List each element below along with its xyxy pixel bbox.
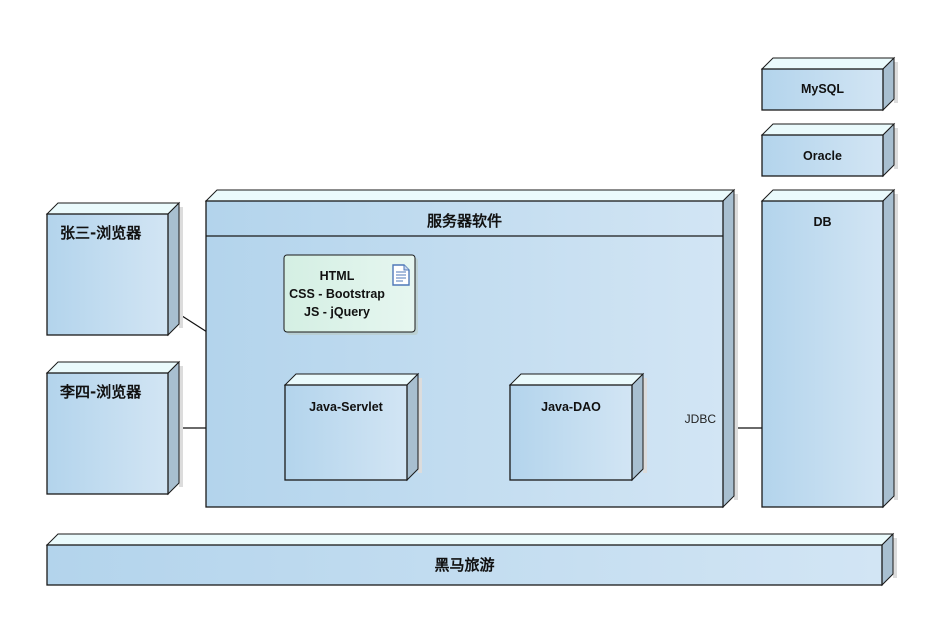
node-zhangsan-browser[interactable]: 张三-浏览器 [45, 201, 183, 337]
node-label: 服务器软件 [427, 212, 502, 230]
node-top-face [508, 373, 645, 386]
node-platform[interactable]: 黑马旅游 [45, 532, 897, 587]
node-label: Java-DAO [541, 400, 601, 414]
node-label: MySQL [801, 82, 844, 96]
node-side-face [167, 201, 180, 337]
node-label: Oracle [803, 149, 842, 163]
document-icon [392, 264, 410, 286]
node-top-face [45, 361, 181, 374]
node-side-face [882, 188, 895, 509]
node-side-face [167, 360, 180, 496]
node-top-face [204, 189, 736, 202]
node-db[interactable]: DB [760, 188, 898, 509]
node-label: DB [813, 215, 831, 229]
node-top-face [45, 202, 181, 215]
node-mysql[interactable]: MySQL [760, 56, 898, 112]
node-label: 张三-浏览器 [60, 224, 142, 242]
artifact-line-css: CSS - Bootstrap [289, 287, 385, 301]
node-top-face [283, 373, 420, 386]
node-java-servlet[interactable]: Java-Servlet [283, 372, 422, 482]
connection-label-jdbc: JDBC [685, 412, 717, 426]
node-front-face [46, 372, 169, 495]
node-front-face [284, 384, 408, 481]
artifact-line-js: JS - jQuery [304, 305, 370, 319]
node-lisi-browser[interactable]: 李四-浏览器 [45, 360, 183, 496]
node-label: Java-Servlet [309, 400, 384, 414]
node-oracle[interactable]: Oracle [760, 122, 898, 178]
artifact-line-html: HTML [320, 269, 355, 283]
node-front-face [761, 200, 884, 508]
node-side-face [631, 372, 644, 482]
node-front-face [761, 68, 884, 111]
node-label: 黑马旅游 [434, 556, 494, 574]
node-front-face [509, 384, 633, 481]
node-java-dao[interactable]: Java-DAO [508, 372, 647, 482]
node-side-face [406, 372, 419, 482]
node-front-face [46, 544, 883, 586]
node-side-face [722, 188, 735, 509]
artifact-web-frontend[interactable]: HTML CSS - Bootstrap JS - jQuery [283, 254, 418, 335]
node-top-face [760, 123, 896, 136]
node-label: 李四-浏览器 [59, 383, 142, 401]
node-front-face [46, 213, 169, 336]
node-top-face [760, 189, 896, 202]
node-top-face [760, 57, 896, 70]
node-top-face [45, 533, 895, 546]
node-front-face [761, 134, 884, 177]
